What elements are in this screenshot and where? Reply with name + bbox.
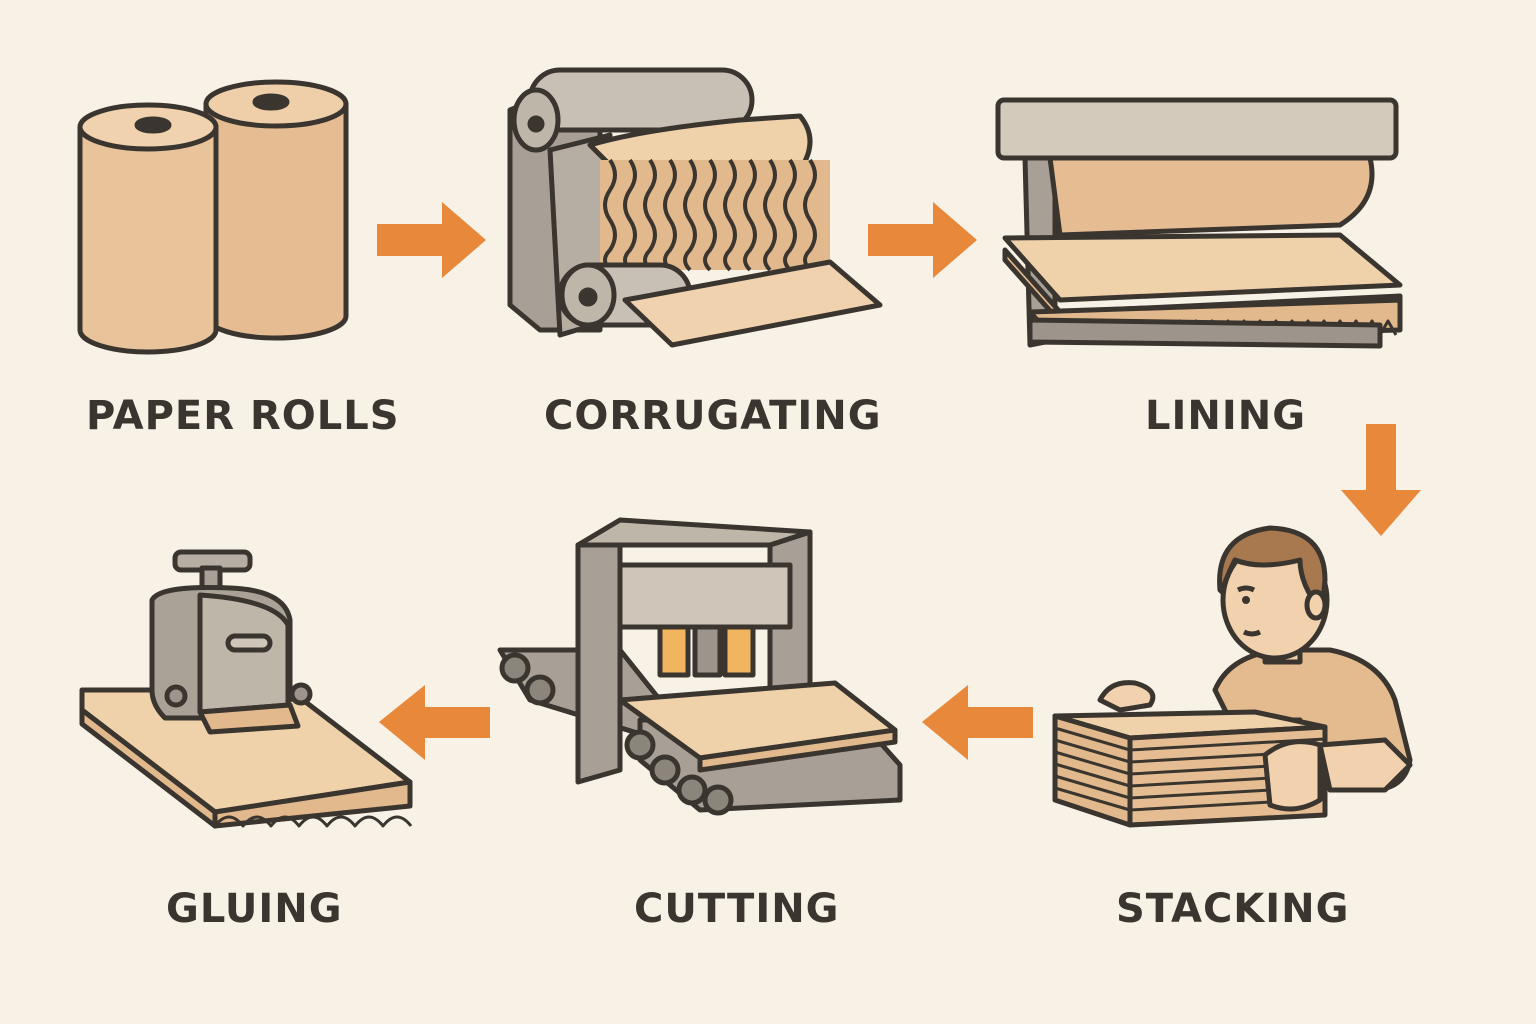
arrow-icon: [868, 202, 977, 278]
step-label-cutting: CUTTING: [634, 886, 840, 932]
worker-stacking-icon: [1052, 525, 1413, 828]
step-label-corrugating: CORRUGATING: [544, 393, 882, 439]
step-label-paper-rolls: PAPER ROLLS: [86, 393, 400, 439]
paper-rolls-icon: [77, 79, 349, 355]
cutting-press-icon: [497, 517, 903, 816]
arrow-icon: [1341, 424, 1421, 536]
corrugator-machine-icon: [507, 67, 883, 348]
arrow-icon: [377, 202, 486, 278]
arrow-icon: [379, 685, 490, 760]
step-label-stacking: STACKING: [1116, 886, 1350, 932]
arrow-icon: [922, 685, 1033, 760]
step-label-gluing: GLUING: [166, 886, 343, 932]
step-label-lining: LINING: [1145, 393, 1307, 439]
glue-machine-icon: [79, 549, 413, 829]
lining-press-icon: [995, 97, 1403, 349]
